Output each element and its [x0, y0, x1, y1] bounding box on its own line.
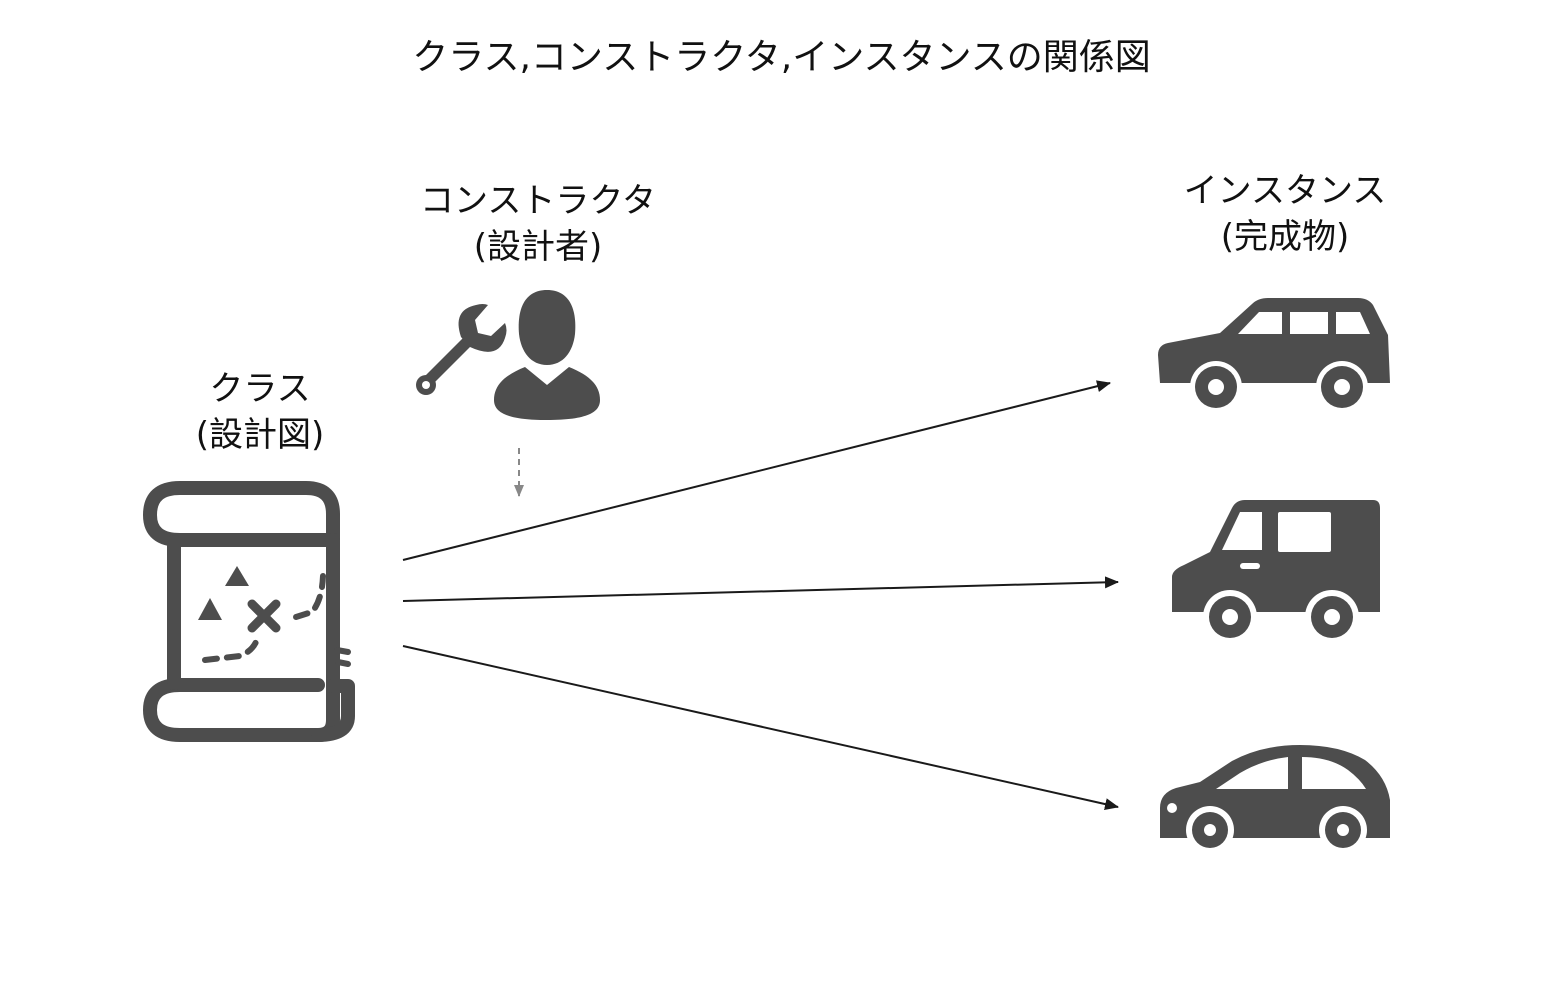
edge-class-to-van [402, 576, 1119, 602]
class-label: クラス (設計図) [160, 366, 360, 458]
constructor-role: (設計者) [473, 227, 603, 267]
class-name: クラス [209, 369, 311, 409]
instance-role: (完成物) [1220, 217, 1350, 257]
blueprint-scroll-icon [143, 481, 355, 742]
edge-class-to-sedan [402, 645, 1119, 810]
constructor-name: コンストラクタ [420, 181, 656, 221]
wrench-icon [416, 304, 507, 395]
instance-label: インスタンス (完成物) [1150, 168, 1420, 260]
diagram-title: クラス,コンストラクタ,インスタンスの関係図 [412, 37, 1151, 78]
edge-class-to-hatchback [402, 380, 1111, 561]
hatchback-car-icon [1158, 298, 1390, 413]
sedan-car-icon [1160, 745, 1390, 854]
instance-name: インスタンス [1183, 171, 1387, 211]
class-role: (設計図) [195, 415, 325, 455]
constructor-label: コンストラクタ (設計者) [388, 178, 688, 270]
blueprint-markers [198, 566, 249, 620]
van-icon [1172, 500, 1380, 644]
person-icon [494, 290, 600, 420]
